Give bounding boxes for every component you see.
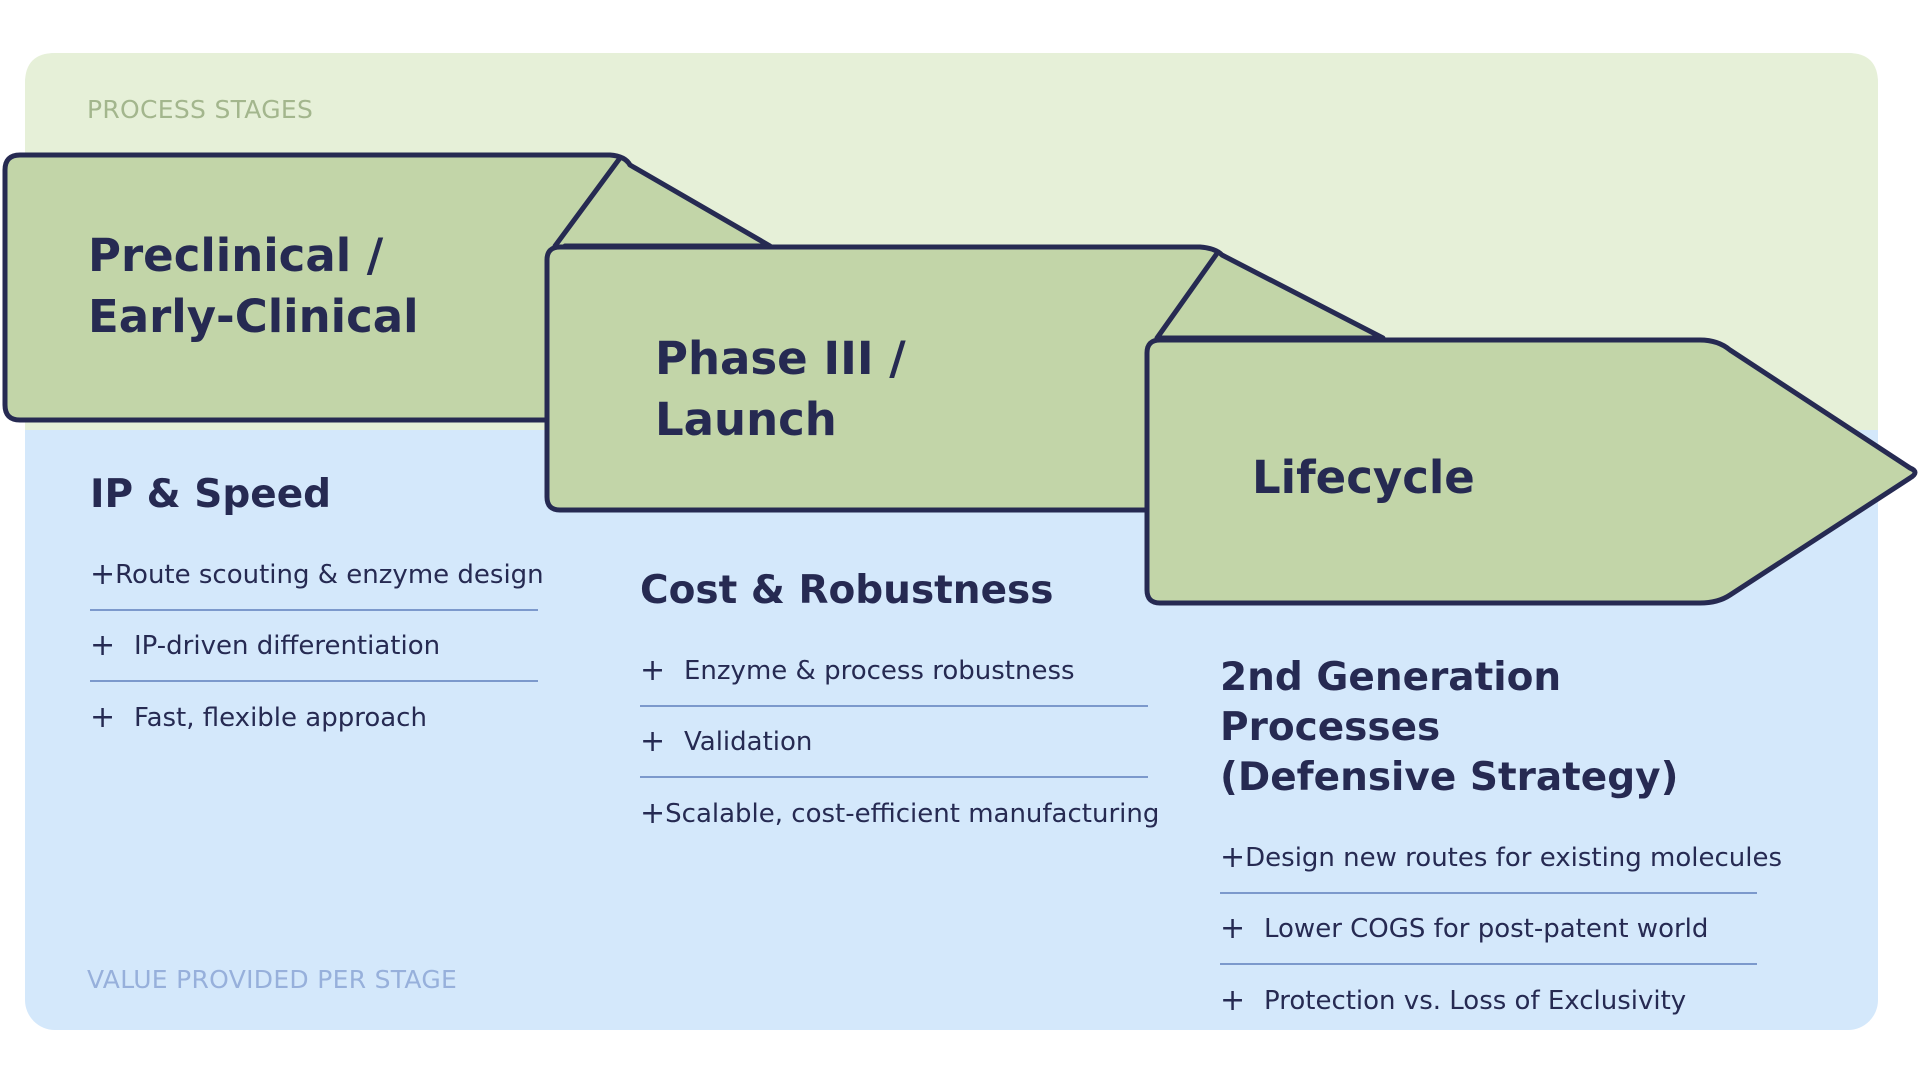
- stage-2-title-line2: Launch: [655, 393, 837, 446]
- list-item: + Validation: [640, 707, 1148, 778]
- value-heading-line2: (Defensive Strategy): [1220, 755, 1679, 800]
- stage-3-title-line1: Lifecycle: [1252, 451, 1475, 504]
- stage-1-title-line1: Preclinical /: [88, 229, 384, 282]
- value-list: +Route scouting & enzyme design +IP-driv…: [90, 540, 544, 753]
- value-per-stage-label: VALUE PROVIDED PER STAGE: [87, 965, 458, 994]
- value-list: +Design new routes for existing molecule…: [1220, 823, 1782, 1036]
- stage-3-title: Lifecycle: [1252, 447, 1475, 508]
- plus-icon: +: [640, 724, 666, 759]
- list-item-text: Scalable, cost-efficient manufacturing: [665, 798, 1160, 829]
- list-item-text: IP-driven differentiation: [134, 630, 441, 661]
- value-heading: 2nd Generation Processes (Defensive Stra…: [1220, 653, 1780, 803]
- value-block-ip-speed: IP & Speed +Route scouting & enzyme desi…: [90, 470, 544, 753]
- list-item: + Lower COGS for post-patent world: [1220, 894, 1757, 965]
- process-stages-label: PROCESS STAGES: [87, 95, 314, 124]
- list-item-text: Fast, flexible approach: [134, 702, 427, 733]
- plus-icon: +: [640, 796, 666, 831]
- list-item: + Enzyme & process robustness: [640, 636, 1148, 707]
- value-block-lifecycle: 2nd Generation Processes (Defensive Stra…: [1220, 653, 1782, 1036]
- value-list: + Enzyme & process robustness + Validation…: [640, 636, 1159, 849]
- value-block-cost-robustness: Cost & Robustness + Enzyme & process robu…: [640, 566, 1159, 849]
- value-heading: IP & Speed: [90, 472, 332, 517]
- list-item: +Scalable, cost-efficient manufacturing: [640, 778, 1159, 849]
- list-item-text: Design new routes for existing molecules: [1245, 842, 1783, 873]
- list-item: + IP-driven differentiation: [90, 611, 538, 682]
- list-item-text: Validation: [684, 726, 813, 757]
- plus-icon: +: [90, 700, 116, 735]
- stage-3-shape: [1144, 337, 1918, 606]
- stage-1-title-line2: Early-Clinical: [88, 290, 419, 343]
- list-item: + Protection vs. Loss of Exclusivity: [1220, 965, 1757, 1036]
- list-item-text: Route scouting & enzyme design: [115, 559, 544, 590]
- stage-1-shape: [2, 152, 773, 423]
- list-item-text: Enzyme & process robustness: [684, 655, 1075, 686]
- plus-icon: +: [1220, 911, 1246, 946]
- list-item: + Fast, flexible approach: [90, 682, 538, 753]
- value-heading: Cost & Robustness: [640, 568, 1054, 613]
- plus-icon: +: [1220, 983, 1246, 1018]
- stage-2-title: Phase III / Launch: [655, 328, 906, 450]
- value-heading-line1: 2nd Generation Processes: [1220, 655, 1562, 750]
- plus-icon: +: [90, 557, 116, 592]
- stage-2-shape: [544, 244, 1386, 513]
- stage-2-title-line1: Phase III /: [655, 332, 906, 385]
- stage-1-title: Preclinical / Early-Clinical: [88, 225, 419, 347]
- list-item: +Route scouting & enzyme design: [90, 540, 544, 611]
- list-item: +Design new routes for existing molecule…: [1220, 823, 1782, 894]
- plus-icon: +: [640, 653, 666, 688]
- list-item-text: Protection vs. Loss of Exclusivity: [1264, 985, 1687, 1016]
- plus-icon: +: [1220, 840, 1246, 875]
- plus-icon: +: [90, 628, 116, 663]
- list-item-text: Lower COGS for post-patent world: [1264, 913, 1709, 944]
